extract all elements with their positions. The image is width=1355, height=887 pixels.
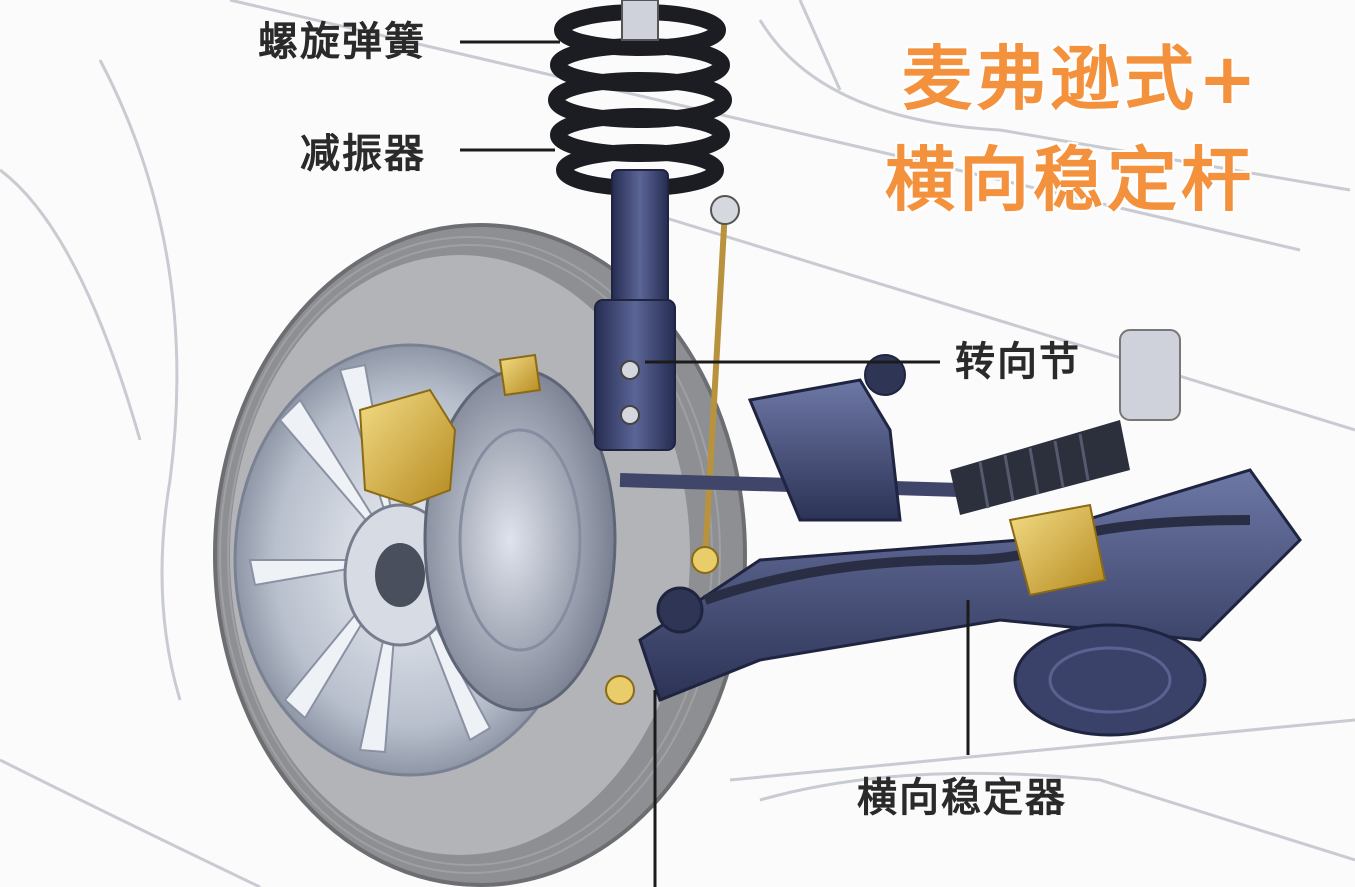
label-shock-absorber: 减振器 bbox=[300, 131, 426, 177]
diagram-title-line-2: 横向稳定杆 bbox=[885, 139, 1255, 221]
shock-absorber bbox=[594, 0, 676, 451]
diagram-title-line-1: 麦弗逊式+ bbox=[902, 38, 1261, 120]
ball-joint bbox=[605, 586, 704, 705]
stabilizer-bar bbox=[703, 503, 1251, 605]
label-steering-knuckle: 转向节 bbox=[955, 339, 1081, 385]
label-stabilizer: 横向稳定器 bbox=[857, 775, 1067, 821]
stabilizer-link bbox=[691, 195, 740, 574]
label-coil-spring: 螺旋弹簧 bbox=[258, 19, 426, 65]
brake-caliper bbox=[358, 353, 542, 507]
brake-disc bbox=[423, 368, 617, 712]
leader-lines bbox=[460, 40, 970, 887]
wheel-rim bbox=[233, 343, 587, 777]
